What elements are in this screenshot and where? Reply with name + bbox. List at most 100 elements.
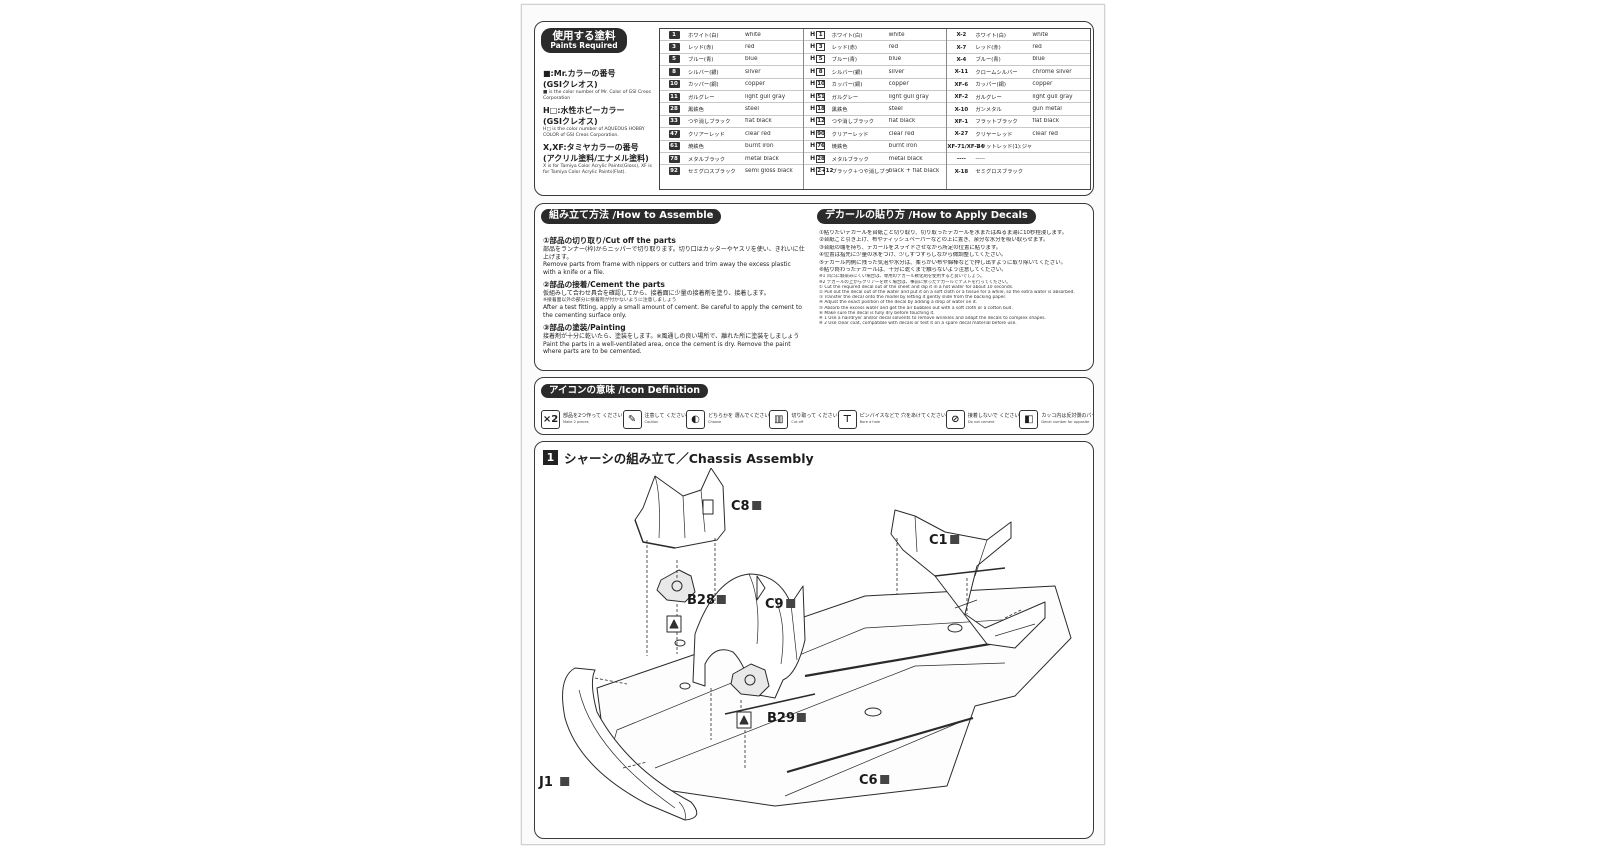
paint-name-en: gun metal (1032, 106, 1062, 113)
paint-name-ja: つや消しブラック (831, 119, 875, 126)
chassis-assembly-panel: 1 シャーシの組み立て／Chassis Assembly (534, 441, 1094, 839)
make-2-pieces-icon: ×2 (541, 409, 560, 429)
paint-name-ja: ブルー(青) (975, 57, 1001, 64)
paint-name-ja: ガルグレー (688, 94, 715, 101)
decal-step-en: ① Cut the required decal out of the shee… (819, 284, 1014, 290)
how-to-assemble-badge: 組み立て方法 /How to Assemble (541, 209, 722, 224)
icon-legend-en: Choose (707, 420, 722, 424)
do-not-cement-icon: ⊘ (945, 409, 965, 429)
step-number: 1 (543, 450, 558, 465)
mr-color-code-badge: 61 (668, 142, 680, 151)
aqueous-code-box: 1 (816, 30, 826, 39)
paint-name-ja: シルバー(銀) (688, 69, 719, 76)
icon-legend-en: Do not cement (967, 420, 995, 424)
decal-number-icon: ◧ (1019, 409, 1039, 429)
paint-name-en: clear red (888, 130, 915, 137)
paint-name-en: flat black (888, 118, 916, 125)
decal-step-ja: ①貼りたいデカールを台紙ごと切り取り、切り取ったデカールを水またはぬるま湯に10… (819, 230, 1068, 236)
mr-color-code-badge: 28 (668, 105, 680, 114)
paint-name-en: clear red (745, 130, 771, 137)
paint-name-ja: クリアーレッド (688, 131, 725, 138)
paint-name-en: blue (745, 56, 758, 63)
paint-name-en: silver (888, 68, 905, 75)
paint-row: 61 焼鉄色 burnt iron (660, 141, 803, 153)
paint-name-en: burnt iron (745, 143, 774, 150)
aqueous-code-box: 28 (816, 154, 826, 163)
legend-tamiya-note: X is for Tamiya Color Acrylic Paints(Glo… (543, 164, 652, 175)
paint-code: 47 (660, 129, 688, 138)
paint-name-en: metal black (745, 155, 779, 162)
part-label-b29: B29 (767, 711, 795, 726)
paint-code: ---- (947, 155, 975, 162)
paint-name-ja: 黒鉄色 (688, 107, 704, 114)
decal-note-ja: ※1 凹凸に馴染みにくい場合は、専用のデカール軟化剤を使用すると良いでしょう。 (819, 274, 985, 280)
aqueous-code-box: 3 (816, 43, 826, 52)
decal-step-en: ② Pull out the decal out of the water an… (819, 290, 1075, 296)
paint-code: XF-1 (947, 118, 975, 125)
paint-name-ja: ブラック＋つや消しブラック (831, 169, 889, 176)
part-label-c8: C8 (731, 499, 750, 514)
paint-name-ja: セミグロスブラック (975, 169, 1024, 176)
legend-aqueous-maker: (GSIクレオス) (543, 117, 598, 126)
decal-step-ja: ②台紙ごと引き上げ、布やティッシュペーパーなどの上に置き、余分な水分を吸い取らせ… (819, 237, 1049, 244)
paint-name-ja: クリヤーレッド (975, 131, 1013, 138)
paint-code: XF-2 (947, 93, 975, 100)
decal-instructions: ①貼りたいデカールを台紙ごと切り取り、切り取ったデカールを水またはぬるま湯に10… (819, 230, 1089, 326)
paint-name-ja: ブルー(青) (831, 57, 857, 64)
paint-code: X-4 (947, 56, 975, 63)
paint-name-ja: セミグロスブラック (688, 169, 736, 176)
paint-code: 78 (660, 154, 688, 163)
paint-name-ja: フラットレッド(1):ジャーマングレイ(5) (975, 144, 1033, 151)
paint-name-ja: レッド(赤) (688, 45, 714, 52)
icon-legend-en: Decal number for opposite (1041, 420, 1090, 424)
paint-name-en: red (1032, 44, 1042, 51)
paint-name-en: semi gloss black (745, 168, 793, 175)
paint-code: XF-6 (947, 81, 975, 88)
paint-name-ja: ガルグレー (975, 94, 1002, 101)
paint-code: 28 (660, 105, 688, 114)
mr-color-code-badge: 47 (668, 129, 680, 138)
paint-name-ja: 焼鉄色 (688, 144, 704, 151)
decal-step-ja: ③台紙の端を持ち、デカールをスライドさせながら所定の位置に貼ります。 (819, 244, 1002, 251)
paint-name-ja: カッパー(銅) (831, 82, 863, 89)
paint-name-en: flat black (1032, 118, 1060, 125)
decal-step-en: ③ Transfer the decal onto the model by l… (819, 295, 1007, 301)
paint-name-ja: メタルブラック (831, 156, 869, 163)
decal-step-ja: ⑤デカール内側に残った気泡や水分は、柔らかい布や綿棒などで押し出すように取り除い… (819, 259, 1066, 266)
paint-code: 3 (660, 43, 688, 52)
part-color-chip (796, 713, 806, 722)
paint-code: XF-71/XF-84 (947, 143, 984, 150)
aqueous-code-box: 51 (816, 92, 826, 101)
paint-code: 8 (660, 67, 688, 76)
legend-mr-color: ■:Mr.カラーの番号 (543, 69, 616, 78)
caution-icon: ✎ (622, 409, 642, 429)
tamiya-code: X-27 (954, 131, 969, 138)
tamiya-code: XF-71/XF-84 (947, 143, 985, 150)
paint-name-en: blue (888, 56, 902, 63)
icon-legend-ja: ピンバイスなどで 穴をあけてください (859, 412, 946, 419)
tamiya-code: X-4 (956, 56, 967, 63)
paint-code: X-11 (947, 68, 975, 75)
decal-note-ja: ※2 デカールの上からクリアーを吹く場合は、事前に余ったデカールでテストを行って… (819, 279, 1011, 285)
paint-name-en: light gull gray (888, 93, 929, 100)
part-color-chip (786, 599, 796, 608)
aqueous-code-box: 8 (816, 67, 826, 76)
paints-title-badge: 使用する塗料 Paints Required (541, 28, 627, 53)
